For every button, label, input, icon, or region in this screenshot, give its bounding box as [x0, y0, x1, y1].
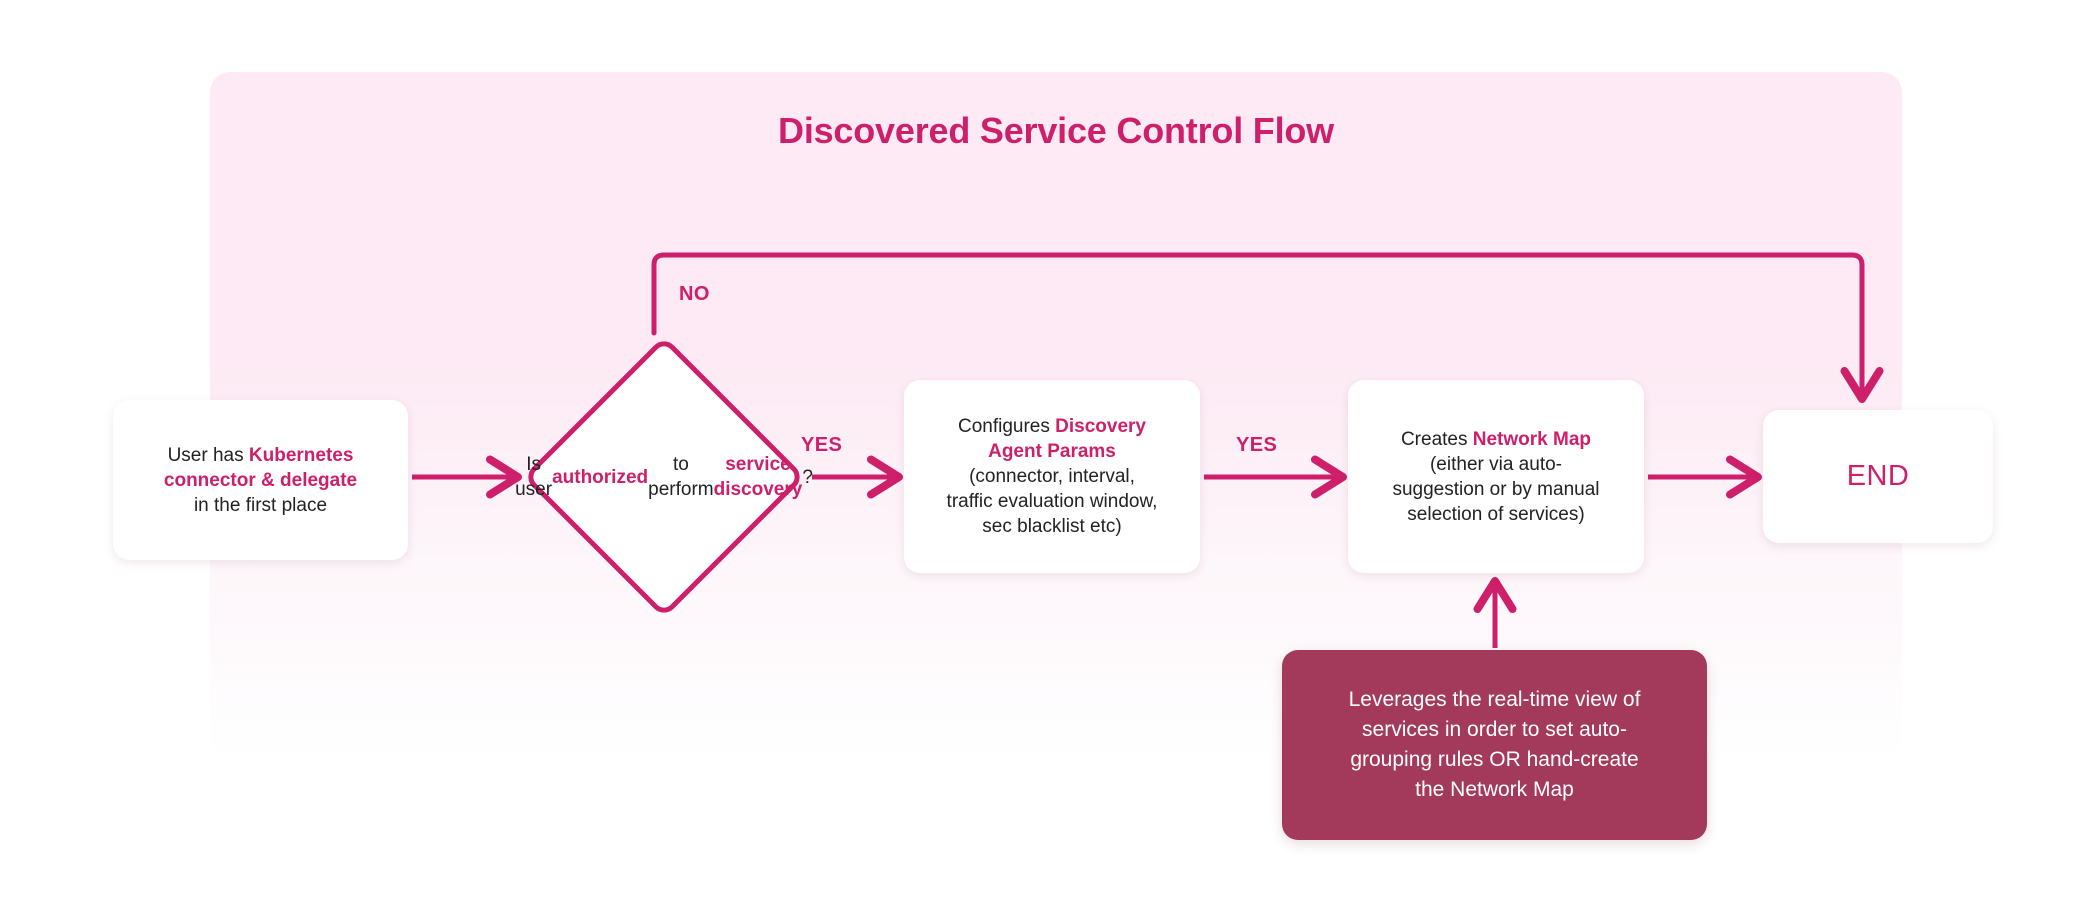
- node-create-network-map[interactable]: Creates Network Map(either via auto-sugg…: [1348, 380, 1644, 573]
- edge-label-yes-decision: YES: [801, 434, 843, 456]
- node-create-network-map-text: Creates Network Map(either via auto-sugg…: [1392, 428, 1600, 525]
- node-end[interactable]: END: [1763, 410, 1993, 543]
- edge-label-no: NO: [679, 283, 710, 305]
- page-title: Discovered Service Control Flow: [778, 110, 1334, 151]
- node-end-label: END: [1846, 460, 1910, 492]
- edge-label-yes-params: YES: [1236, 434, 1278, 456]
